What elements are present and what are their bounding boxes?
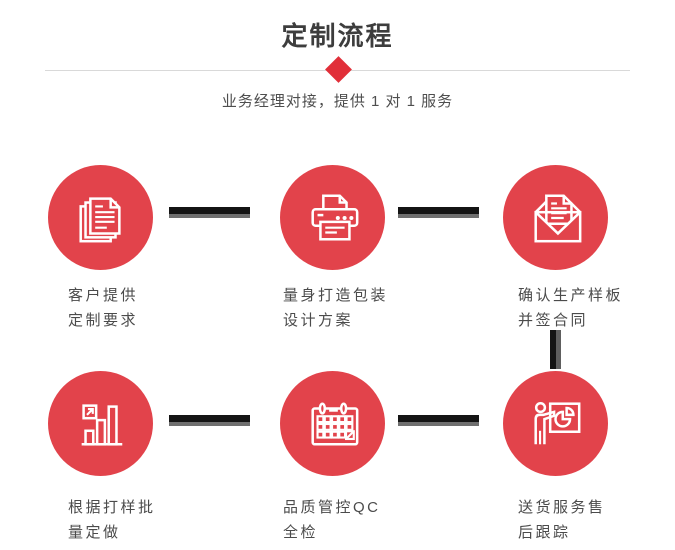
step-1-label: 客户提供 定制要求 xyxy=(68,283,138,333)
step-5-label: 品质管控QC 全检 xyxy=(283,495,381,545)
step-3-label-line1: 确认生产样板 xyxy=(518,287,624,304)
presentation-icon xyxy=(533,401,580,444)
step-5-label-line1: 品质管控QC xyxy=(283,499,381,516)
step-6-label: 送货服务售 后跟踪 xyxy=(518,495,606,545)
step-6-label-line1: 送货服务售 xyxy=(518,499,606,516)
connector-step4-step5 xyxy=(169,415,250,426)
printer-icon xyxy=(310,194,358,241)
step-2-circle xyxy=(280,165,385,270)
step-5-circle xyxy=(280,371,385,476)
step-6-label-line2: 后跟踪 xyxy=(518,524,571,541)
connector-step2-step3 xyxy=(398,207,479,218)
step-2-label-line1: 量身打造包装 xyxy=(283,287,389,304)
bar-chart-icon xyxy=(81,403,122,446)
documents-icon xyxy=(78,196,121,242)
step-3-label-line2: 并签合同 xyxy=(518,312,589,329)
step-3-label: 确认生产样板 并签合同 xyxy=(518,283,623,333)
step-4-circle xyxy=(48,371,153,476)
connector-step5-step6 xyxy=(398,415,479,426)
step-4-label-line2: 量定做 xyxy=(68,524,121,541)
step-1-label-line1: 客户提供 xyxy=(68,287,139,304)
connector-step1-step2 xyxy=(169,207,250,218)
step-5-label-line2: 全检 xyxy=(283,524,319,541)
step-4-label-line1: 根据打样批 xyxy=(68,499,156,516)
envelope-icon xyxy=(533,194,581,242)
step-6-circle xyxy=(503,371,608,476)
step-2-label-line2: 设计方案 xyxy=(283,312,354,329)
step-4-label: 根据打样批 量定做 xyxy=(68,495,156,545)
step-1-label-line2: 定制要求 xyxy=(68,312,139,329)
diamond-marker xyxy=(325,56,352,83)
step-1-circle xyxy=(48,165,153,270)
connector-step3-step6 xyxy=(550,330,561,369)
page-title: 定制流程 xyxy=(281,21,394,51)
step-2-label: 量身打造包装 设计方案 xyxy=(283,283,388,333)
calendar-icon xyxy=(310,401,358,446)
step-3-circle xyxy=(503,165,608,270)
page-subtitle: 业务经理对接，提供 1 对 1 服务 xyxy=(221,93,454,110)
